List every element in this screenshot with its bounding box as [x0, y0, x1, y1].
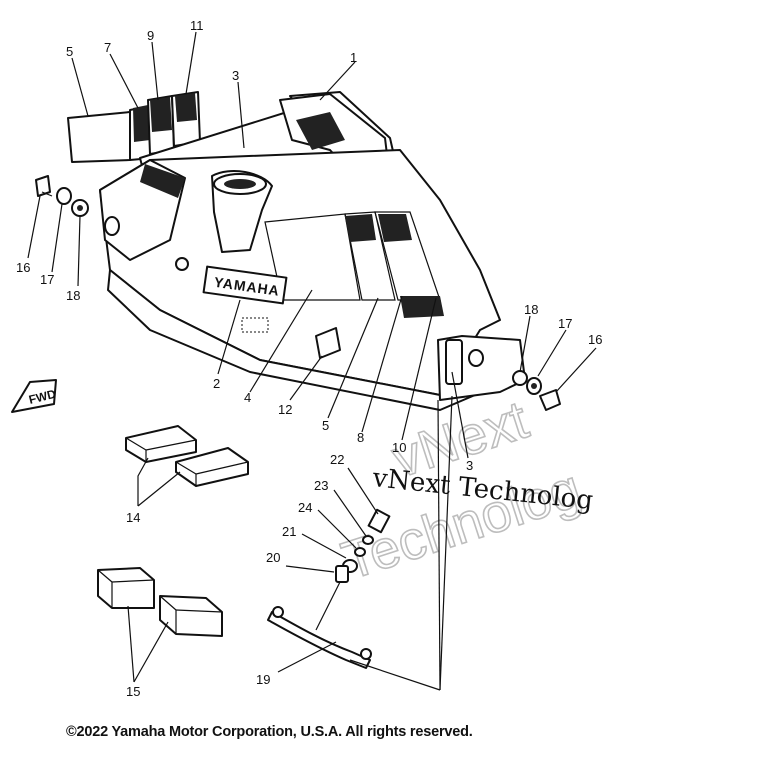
vent-plate-group — [67, 91, 201, 163]
hardware-set — [335, 508, 391, 583]
callout-4: 4 — [244, 390, 251, 405]
callout-20: 20 — [266, 550, 280, 565]
copyright-footer: ©2022 Yamaha Motor Corporation, U.S.A. A… — [66, 724, 473, 740]
spacer-20 — [335, 565, 349, 583]
callout-17: 17 — [40, 272, 54, 287]
engine-cover: YAMAHA — [99, 91, 526, 411]
plate-12 — [315, 327, 341, 359]
callout-17: 17 — [558, 316, 572, 331]
callout-16: 16 — [16, 260, 30, 275]
pad-set-15 — [97, 567, 223, 637]
fwd-marker-text: FWD — [27, 387, 57, 407]
yamaha-decal — [202, 265, 288, 305]
fastener-set-left — [35, 175, 89, 217]
callout-1: 1 — [350, 50, 357, 65]
washer-23 — [362, 535, 374, 545]
callout-9: 9 — [147, 28, 154, 43]
plate-5 — [67, 111, 131, 163]
callout-5: 5 — [322, 418, 329, 433]
washer-17-left — [56, 187, 72, 205]
callout-18: 18 — [66, 288, 80, 303]
bolt-16-left — [35, 175, 51, 197]
bolt-16-right — [539, 389, 561, 411]
callout-12: 12 — [278, 402, 292, 417]
callout-21: 21 — [282, 524, 296, 539]
callout-16: 16 — [588, 332, 602, 347]
bracket-19 — [267, 606, 372, 669]
callout-3: 3 — [232, 68, 239, 83]
callout-14: 14 — [126, 510, 140, 525]
fwd-arrow-icon: FWD — [11, 379, 58, 413]
callout-11: 11 — [190, 18, 204, 33]
callout-18: 18 — [524, 302, 538, 317]
callout-3: 3 — [466, 458, 473, 473]
callout-8: 8 — [357, 430, 364, 445]
callout-labels: 1 2 3 3 4 5 5 7 8 9 10 11 12 14 15 16 16… — [16, 18, 602, 699]
callout-23: 23 — [314, 478, 328, 493]
callout-24: 24 — [298, 500, 312, 515]
callout-2: 2 — [213, 376, 220, 391]
callout-10: 10 — [392, 440, 406, 455]
washer-24 — [354, 547, 366, 557]
callout-7: 7 — [104, 40, 111, 55]
callout-5: 5 — [66, 44, 73, 59]
callout-19: 19 — [256, 672, 270, 687]
callout-15: 15 — [126, 684, 140, 699]
callout-22: 22 — [330, 452, 344, 467]
pad-set-14 — [125, 425, 249, 487]
washer-18-right — [512, 370, 528, 386]
leader-lines — [27, 31, 597, 691]
screw-22 — [367, 508, 391, 534]
